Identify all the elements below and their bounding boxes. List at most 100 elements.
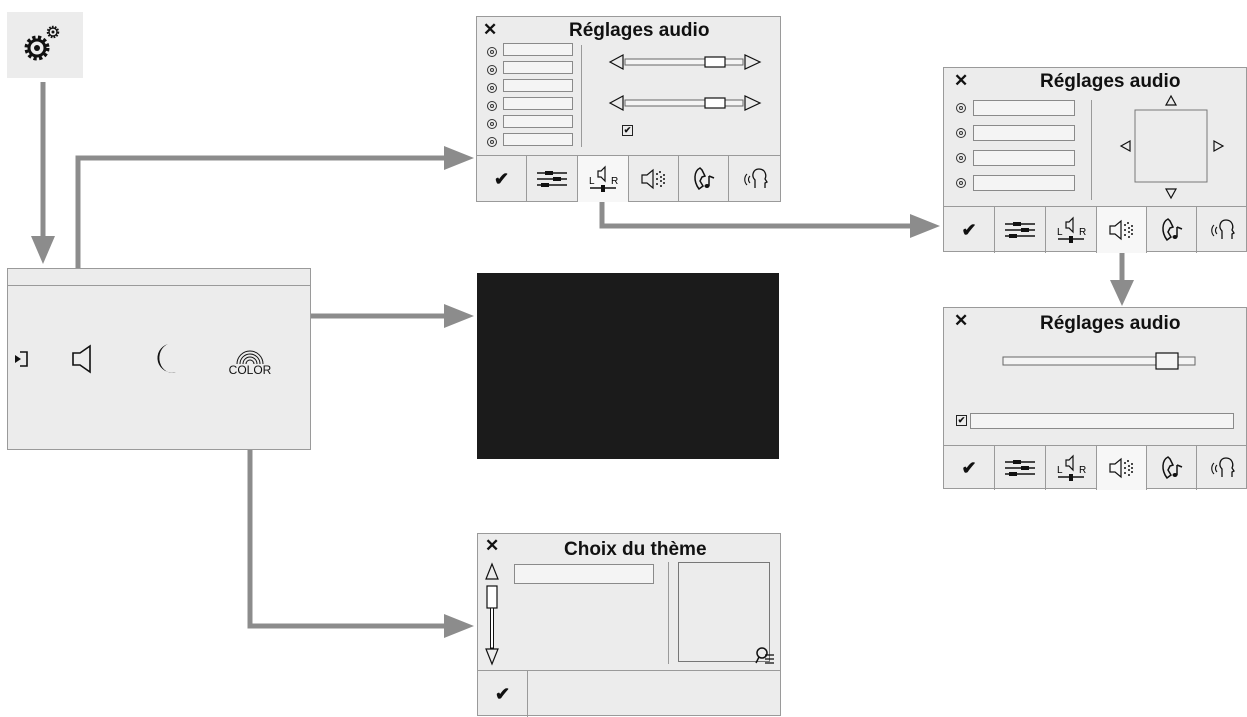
- phone-music-icon: [1161, 456, 1182, 480]
- tab-phone-music[interactable]: [1147, 207, 1197, 253]
- tab-validate[interactable]: ✔: [478, 671, 528, 717]
- audio-tab-bar: ✔ L R: [477, 155, 780, 202]
- tab-validate[interactable]: ✔: [944, 446, 995, 490]
- speaker-icon: [72, 344, 91, 374]
- tab-ambience[interactable]: [1097, 446, 1147, 490]
- check-icon: ✔: [493, 168, 510, 189]
- preset-radio[interactable]: [487, 119, 497, 129]
- balance-lr-icon: L R: [1057, 216, 1086, 243]
- rainbow-color-icon: [236, 350, 264, 365]
- close-icon[interactable]: ✕: [954, 71, 969, 90]
- option-field[interactable]: [970, 413, 1234, 429]
- tab-voice[interactable]: [729, 156, 780, 202]
- preset-radio[interactable]: [487, 65, 497, 75]
- preset-field[interactable]: [973, 100, 1075, 116]
- gears-icon: [24, 25, 60, 61]
- tab-validate[interactable]: ✔: [477, 156, 527, 202]
- check-icon: ✔: [961, 457, 977, 478]
- horizontal-slider[interactable]: [608, 94, 762, 112]
- check-icon: ✔: [494, 683, 511, 704]
- tab-ambience[interactable]: [629, 156, 679, 202]
- preset-radio[interactable]: [487, 137, 497, 147]
- theme-preview-icon[interactable]: [755, 646, 775, 666]
- preset-radio[interactable]: [956, 128, 966, 138]
- tab-balance[interactable]: L R: [1046, 446, 1097, 490]
- theme-list-item[interactable]: [514, 564, 654, 584]
- speaker-ambience-icon: [1108, 457, 1133, 479]
- tab-voice[interactable]: [1197, 207, 1247, 253]
- source-button[interactable]: [14, 349, 30, 369]
- equalizer-icon: [1005, 460, 1035, 476]
- preset-radio[interactable]: [487, 83, 497, 93]
- tab-phone-music[interactable]: [1147, 446, 1197, 490]
- theme-tab-bar: ✔: [478, 670, 780, 717]
- preset-radio[interactable]: [487, 47, 497, 57]
- settings-button[interactable]: [7, 12, 83, 78]
- horizontal-slider[interactable]: [608, 53, 762, 71]
- panel-title: Choix du thème: [564, 539, 707, 560]
- speaker-ambience-icon: [640, 168, 665, 190]
- ambience-slider[interactable]: [1002, 352, 1198, 370]
- panel-title: Réglages audio: [1040, 71, 1181, 92]
- theme-scrollbar[interactable]: [484, 562, 500, 666]
- balance-lr-icon: L R: [589, 165, 618, 192]
- tab-balance[interactable]: L R: [578, 156, 629, 202]
- preset-field[interactable]: [503, 97, 573, 110]
- tab-balance[interactable]: L R: [1046, 207, 1097, 253]
- tab-ambience[interactable]: [1097, 207, 1147, 253]
- tab-validate[interactable]: ✔: [944, 207, 995, 253]
- close-icon[interactable]: ✕: [483, 20, 498, 39]
- close-icon[interactable]: ✕: [954, 311, 969, 330]
- preset-field[interactable]: [973, 125, 1075, 141]
- phone-music-icon: [693, 167, 714, 191]
- moon-icon: [157, 344, 176, 373]
- preset-field[interactable]: [503, 115, 573, 128]
- list-divider: [1091, 100, 1092, 200]
- arrow-balance-to-ambience: [599, 192, 912, 229]
- lr-left-label: L: [1057, 227, 1063, 238]
- lr-right-label: R: [1079, 465, 1086, 476]
- preset-field[interactable]: [503, 79, 573, 92]
- list-divider: [581, 45, 582, 147]
- voice-icon: [1211, 219, 1235, 239]
- tab-equalizer[interactable]: [527, 156, 578, 202]
- checkbox[interactable]: ✔: [956, 415, 967, 426]
- equalizer-icon: [1005, 222, 1035, 238]
- balance-pad[interactable]: [1119, 94, 1225, 202]
- tab-equalizer[interactable]: [995, 207, 1046, 253]
- tab-phone-music[interactable]: [679, 156, 729, 202]
- preset-field[interactable]: [503, 133, 573, 146]
- lr-right-label: R: [1079, 227, 1086, 238]
- panel-title: Réglages audio: [1040, 313, 1181, 334]
- audio-settings-panel-1: ✕ Réglages audio ✔ ✔: [476, 16, 781, 202]
- settings-menu-panel: COLOR: [7, 268, 311, 450]
- color-button[interactable]: COLOR: [224, 345, 276, 379]
- sound-button[interactable]: [70, 343, 98, 375]
- lr-right-label: R: [611, 176, 618, 187]
- preset-radio[interactable]: [956, 153, 966, 163]
- checkbox[interactable]: ✔: [622, 125, 633, 136]
- preset-radio[interactable]: [956, 103, 966, 113]
- preset-radio[interactable]: [487, 101, 497, 111]
- theme-choice-panel: ✕ Choix du thème ✔: [477, 533, 781, 717]
- tab-voice[interactable]: [1197, 446, 1247, 490]
- check-icon: ✔: [961, 219, 977, 240]
- preset-field[interactable]: [503, 43, 573, 56]
- close-icon[interactable]: ✕: [485, 536, 500, 555]
- preset-field[interactable]: [973, 175, 1075, 191]
- audio-tab-bar: ✔ L R: [944, 445, 1246, 490]
- color-label: COLOR: [228, 363, 272, 377]
- preset-field[interactable]: [503, 61, 573, 74]
- list-divider: [668, 562, 669, 664]
- preset-radio[interactable]: [956, 178, 966, 188]
- lr-left-label: L: [1057, 465, 1063, 476]
- voice-icon: [743, 168, 768, 188]
- night-mode-screen: [477, 273, 779, 459]
- menu-divider: [8, 285, 310, 286]
- source-input-icon: [15, 351, 28, 367]
- audio-tab-bar: ✔ L R: [944, 206, 1246, 253]
- preset-field[interactable]: [973, 150, 1075, 166]
- night-mode-button[interactable]: [148, 341, 180, 377]
- tab-equalizer[interactable]: [995, 446, 1046, 490]
- arrow-color-to-theme: [247, 385, 446, 629]
